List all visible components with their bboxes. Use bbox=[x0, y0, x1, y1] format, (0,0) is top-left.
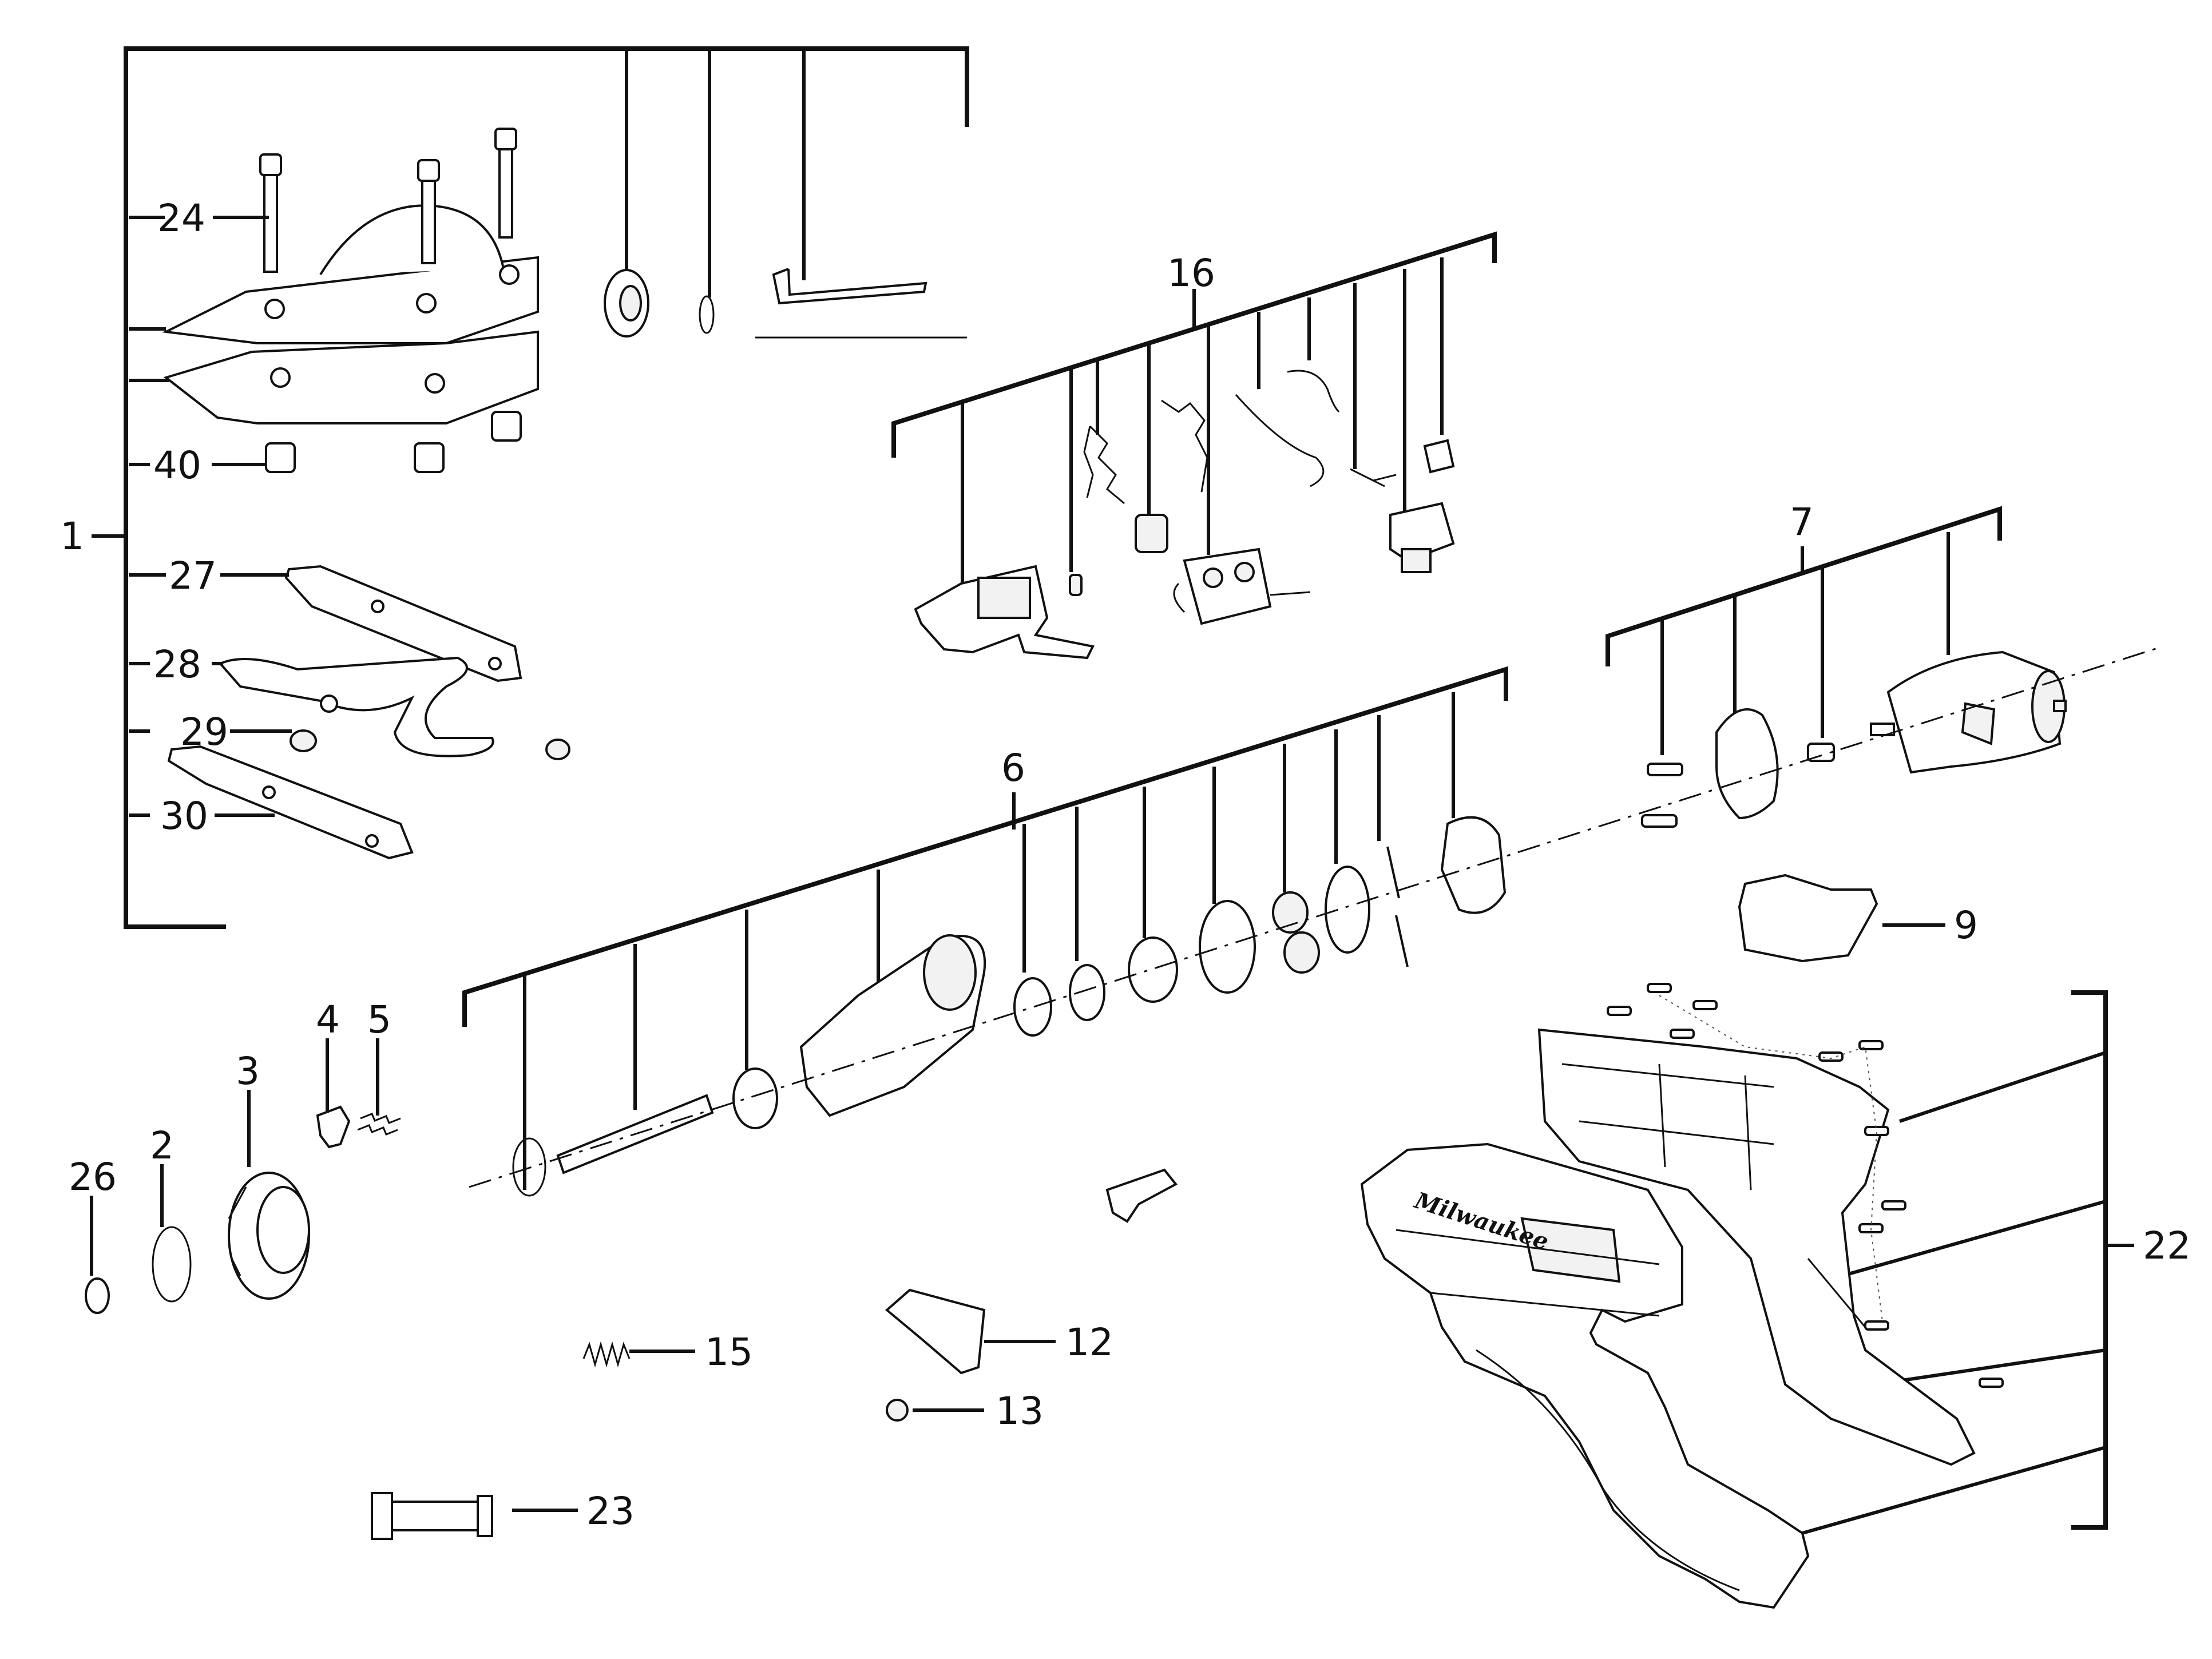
latch-4 bbox=[316, 1105, 351, 1149]
battery-contact-9 bbox=[1738, 874, 1878, 963]
bearing bbox=[604, 269, 649, 338]
group-1-leaders bbox=[129, 216, 292, 817]
callout-9: 9 bbox=[1954, 903, 1978, 947]
motor-pins bbox=[1641, 743, 1835, 828]
group-16-bracket bbox=[891, 231, 1497, 592]
group-1-bracket bbox=[92, 46, 969, 929]
motor bbox=[1870, 650, 2067, 774]
spring-15 bbox=[582, 1341, 631, 1368]
group-6-bracket bbox=[462, 666, 1508, 1190]
housing-right-half bbox=[1537, 1028, 1976, 1466]
callout-24: 24 bbox=[157, 196, 205, 240]
callout-23: 23 bbox=[586, 1489, 635, 1533]
loose-part-leaders bbox=[90, 923, 1945, 1512]
blade-28 bbox=[218, 656, 494, 757]
reverse-switch bbox=[1389, 502, 1455, 573]
blade-head-assembly bbox=[162, 204, 539, 424]
callout-1: 1 bbox=[60, 514, 84, 558]
callout-22: 22 bbox=[2143, 1224, 2191, 1268]
clip bbox=[1105, 1168, 1178, 1223]
housing-screws bbox=[1607, 983, 2004, 1388]
hex-key bbox=[772, 268, 927, 305]
callout-26: 26 bbox=[69, 1155, 117, 1199]
callout-3: 3 bbox=[236, 1049, 260, 1093]
washer-26 bbox=[85, 1277, 110, 1314]
control-board bbox=[1173, 547, 1311, 625]
spring-5 bbox=[357, 1113, 401, 1136]
callout-40: 40 bbox=[153, 443, 201, 487]
switch-assembly bbox=[914, 565, 1095, 660]
gearbox-parts bbox=[512, 816, 1507, 1197]
callout-27: 27 bbox=[169, 554, 217, 598]
retaining-ring bbox=[699, 295, 715, 334]
nose-ring-3 bbox=[228, 1172, 310, 1300]
callout-29: 29 bbox=[180, 710, 228, 754]
callout-15: 15 bbox=[705, 1330, 753, 1374]
nuts-40 bbox=[265, 411, 522, 473]
callout-4: 4 bbox=[316, 998, 340, 1042]
callout-30: 30 bbox=[160, 794, 208, 838]
callout-28: 28 bbox=[153, 642, 201, 686]
motor-mount bbox=[1715, 708, 1779, 820]
callout-labels: 1 24 40 27 28 29 30 16 7 6 9 4 5 3 2 26 … bbox=[60, 196, 2191, 1533]
callout-12: 12 bbox=[1065, 1320, 1113, 1364]
callout-7: 7 bbox=[1790, 500, 1814, 544]
screws-24 bbox=[259, 128, 517, 273]
springs-and-wires bbox=[1069, 370, 1397, 596]
callout-13: 13 bbox=[996, 1389, 1044, 1433]
bushing bbox=[1135, 514, 1168, 553]
blade-27 bbox=[284, 565, 522, 682]
callout-5: 5 bbox=[367, 998, 391, 1042]
callout-16: 16 bbox=[1167, 251, 1215, 295]
blade-30 bbox=[167, 745, 414, 860]
lever-12 bbox=[885, 1288, 986, 1375]
spacer-29 bbox=[290, 729, 570, 760]
callout-6: 6 bbox=[1001, 746, 1025, 790]
contact-block bbox=[1423, 439, 1455, 474]
o-ring-2 bbox=[152, 1226, 192, 1303]
group-7-bracket bbox=[1606, 506, 2002, 755]
screw-13 bbox=[886, 1399, 909, 1422]
pin-23 bbox=[371, 1492, 493, 1540]
callout-2: 2 bbox=[150, 1124, 174, 1168]
housing-left-half bbox=[1360, 1142, 1810, 1609]
